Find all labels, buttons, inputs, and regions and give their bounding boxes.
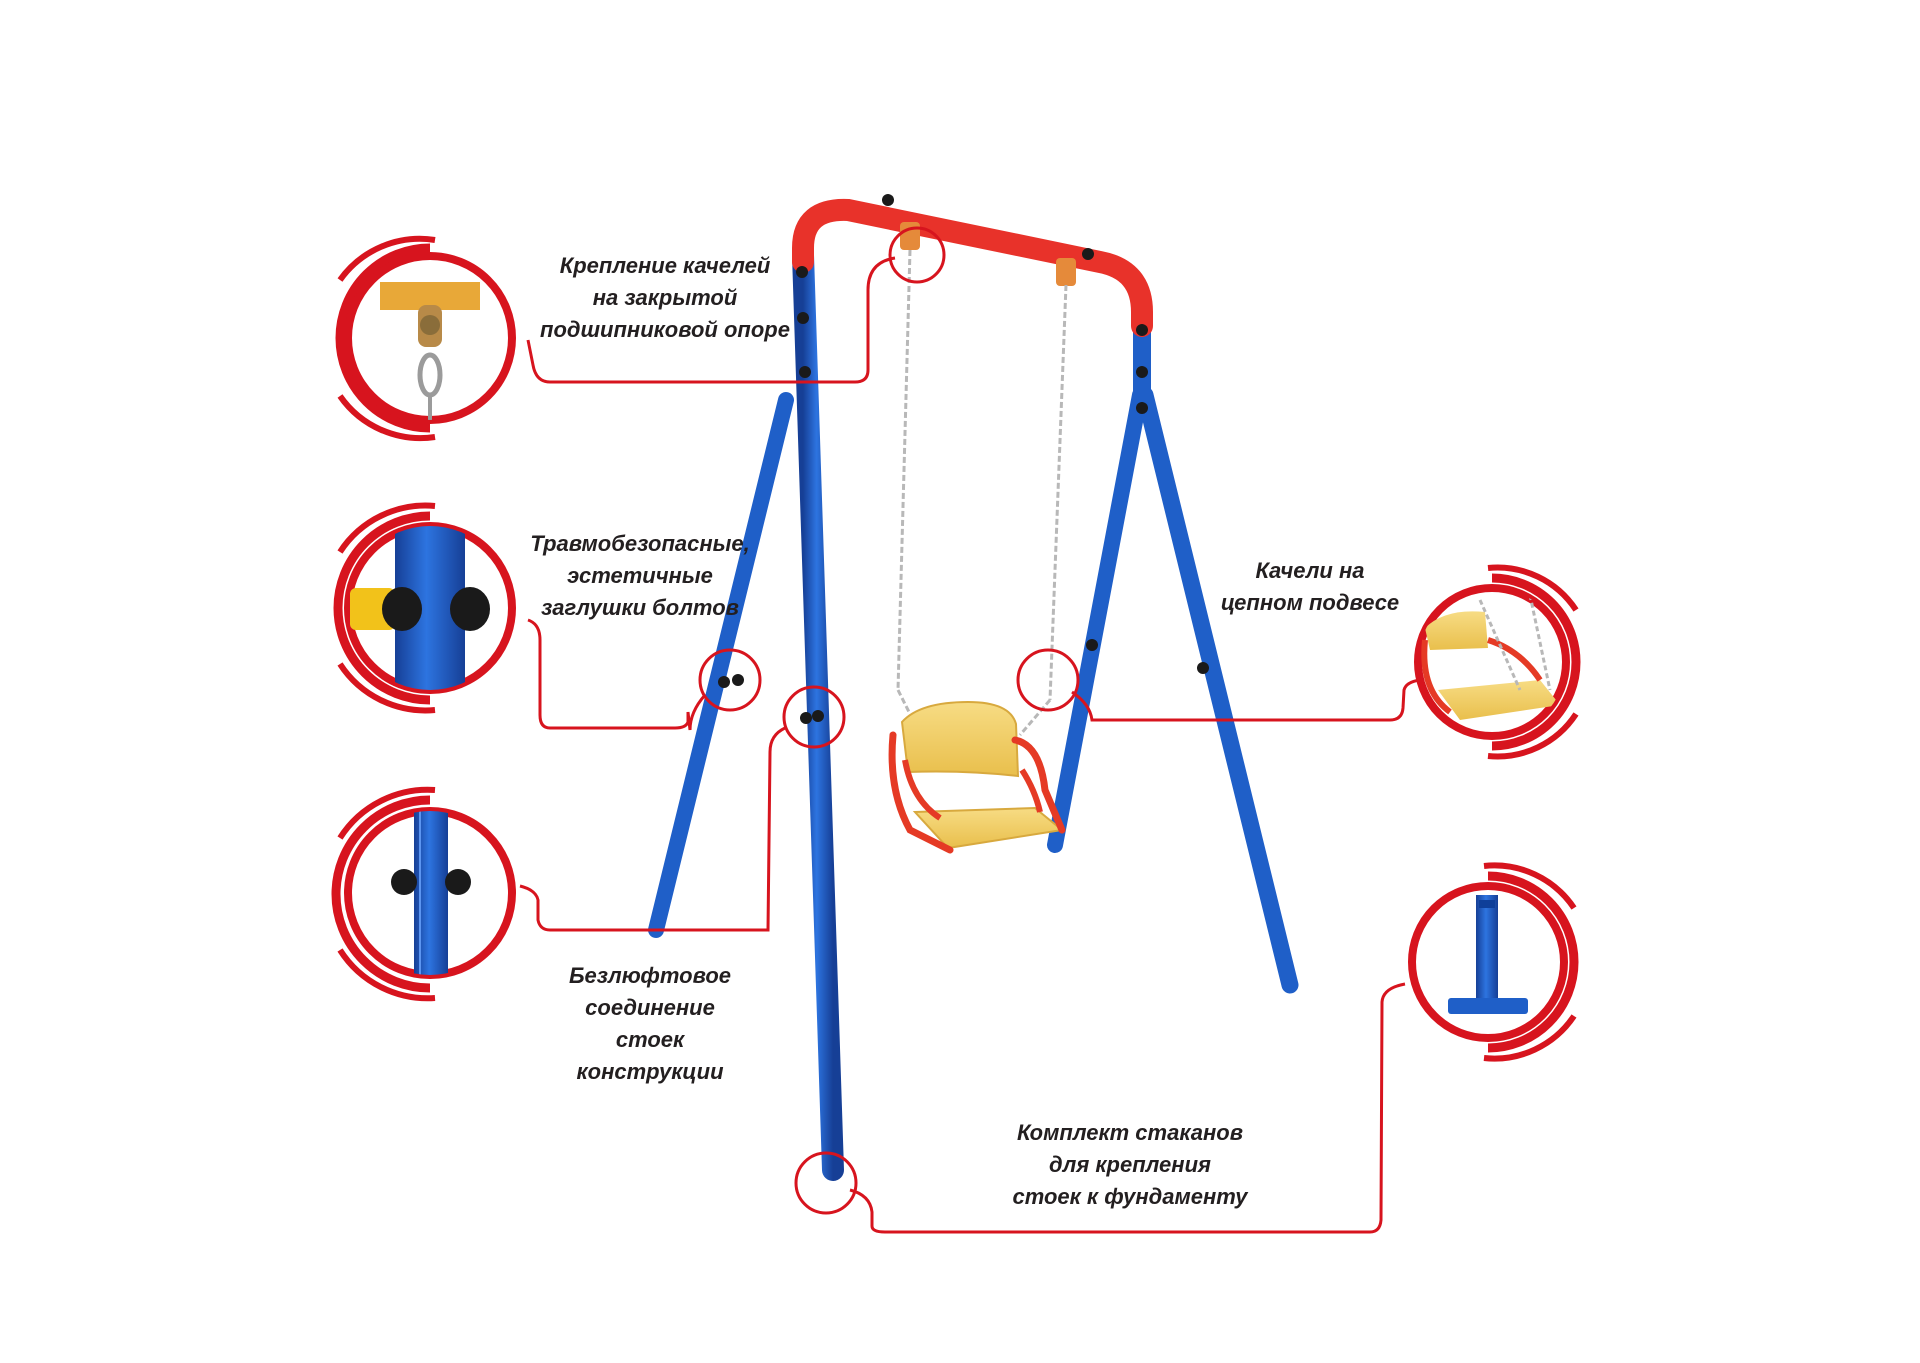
- caption-line: Качели на: [1255, 558, 1365, 583]
- right-chain: [1048, 284, 1068, 701]
- left-back-leg: [648, 392, 794, 938]
- highlight-chain-seat: [1016, 648, 1080, 712]
- caption-bolt-caps: Травмобезопасные, эстетичные заглушки бо…: [520, 528, 760, 624]
- caption-line: Крепление качелей: [559, 253, 771, 278]
- leader-lines: [519, 256, 1421, 1234]
- caption-chain-swing: Качели на цепном подвесе: [1200, 555, 1420, 619]
- seat-back: [900, 700, 1020, 778]
- callout-bearing-mount: [335, 235, 516, 442]
- highlight-ground-socket: [794, 1151, 858, 1215]
- caption-line: Безлюфтовое: [568, 963, 732, 988]
- caption-line: заглушки болтов: [541, 595, 739, 620]
- bolt-cap-icon: [350, 526, 490, 690]
- seat-frame-right: [1011, 736, 1066, 834]
- swing-seat-icon: [1421, 594, 1560, 720]
- caption-line: эстетичные: [567, 563, 713, 588]
- caption-line: конструкции: [576, 1059, 724, 1084]
- highlight-bolt-caps: [698, 648, 762, 712]
- callout-bolt-caps: [333, 502, 516, 714]
- swing-seat-assembly: [888, 249, 1068, 854]
- right-front-leg: [1136, 386, 1299, 994]
- ground-socket-icon: [1448, 895, 1528, 1014]
- left-hanger-bracket: [900, 222, 920, 250]
- frame-bolt-caps: [718, 194, 1209, 724]
- callout-ground-sockets: [1408, 862, 1579, 1062]
- callout-chain-swing: [1414, 564, 1581, 760]
- left-chain: [896, 249, 912, 691]
- right-back-leg: [1047, 387, 1148, 853]
- pipe-joint-icon: [391, 811, 471, 975]
- seat-frame-left: [888, 731, 954, 854]
- swing-frame: [648, 194, 1299, 1181]
- highlight-joint: [782, 685, 846, 749]
- caption-line: для крепления: [1049, 1152, 1211, 1177]
- caption-line: подшипниковой опоре: [540, 317, 790, 342]
- caption-line: на закрытой: [592, 285, 738, 310]
- highlight-circles: [698, 226, 1080, 1215]
- caption-line: цепном подвесе: [1220, 590, 1400, 615]
- caption-ground-sockets: Комплект стаканов для крепления стоек к …: [1000, 1117, 1260, 1213]
- right-hanger-bracket: [1056, 258, 1076, 286]
- caption-line: Комплект стаканов: [1017, 1120, 1243, 1145]
- caption-line: стоек к фундаменту: [1012, 1184, 1248, 1209]
- crossbar: [792, 198, 1153, 337]
- highlight-bearing: [888, 226, 946, 284]
- callout-tight-joint: [331, 786, 516, 1002]
- caption-line: стоек: [615, 1027, 685, 1052]
- caption-bearing-mount: Крепление качелей на закрытой подшипнико…: [540, 250, 790, 346]
- caption-tight-joint: Безлюфтовое соединение стоек конструкции: [540, 960, 760, 1088]
- caption-line: соединение: [585, 995, 715, 1020]
- bearing-hanger-icon: [380, 282, 480, 420]
- caption-line: Травмобезопасные,: [530, 531, 750, 556]
